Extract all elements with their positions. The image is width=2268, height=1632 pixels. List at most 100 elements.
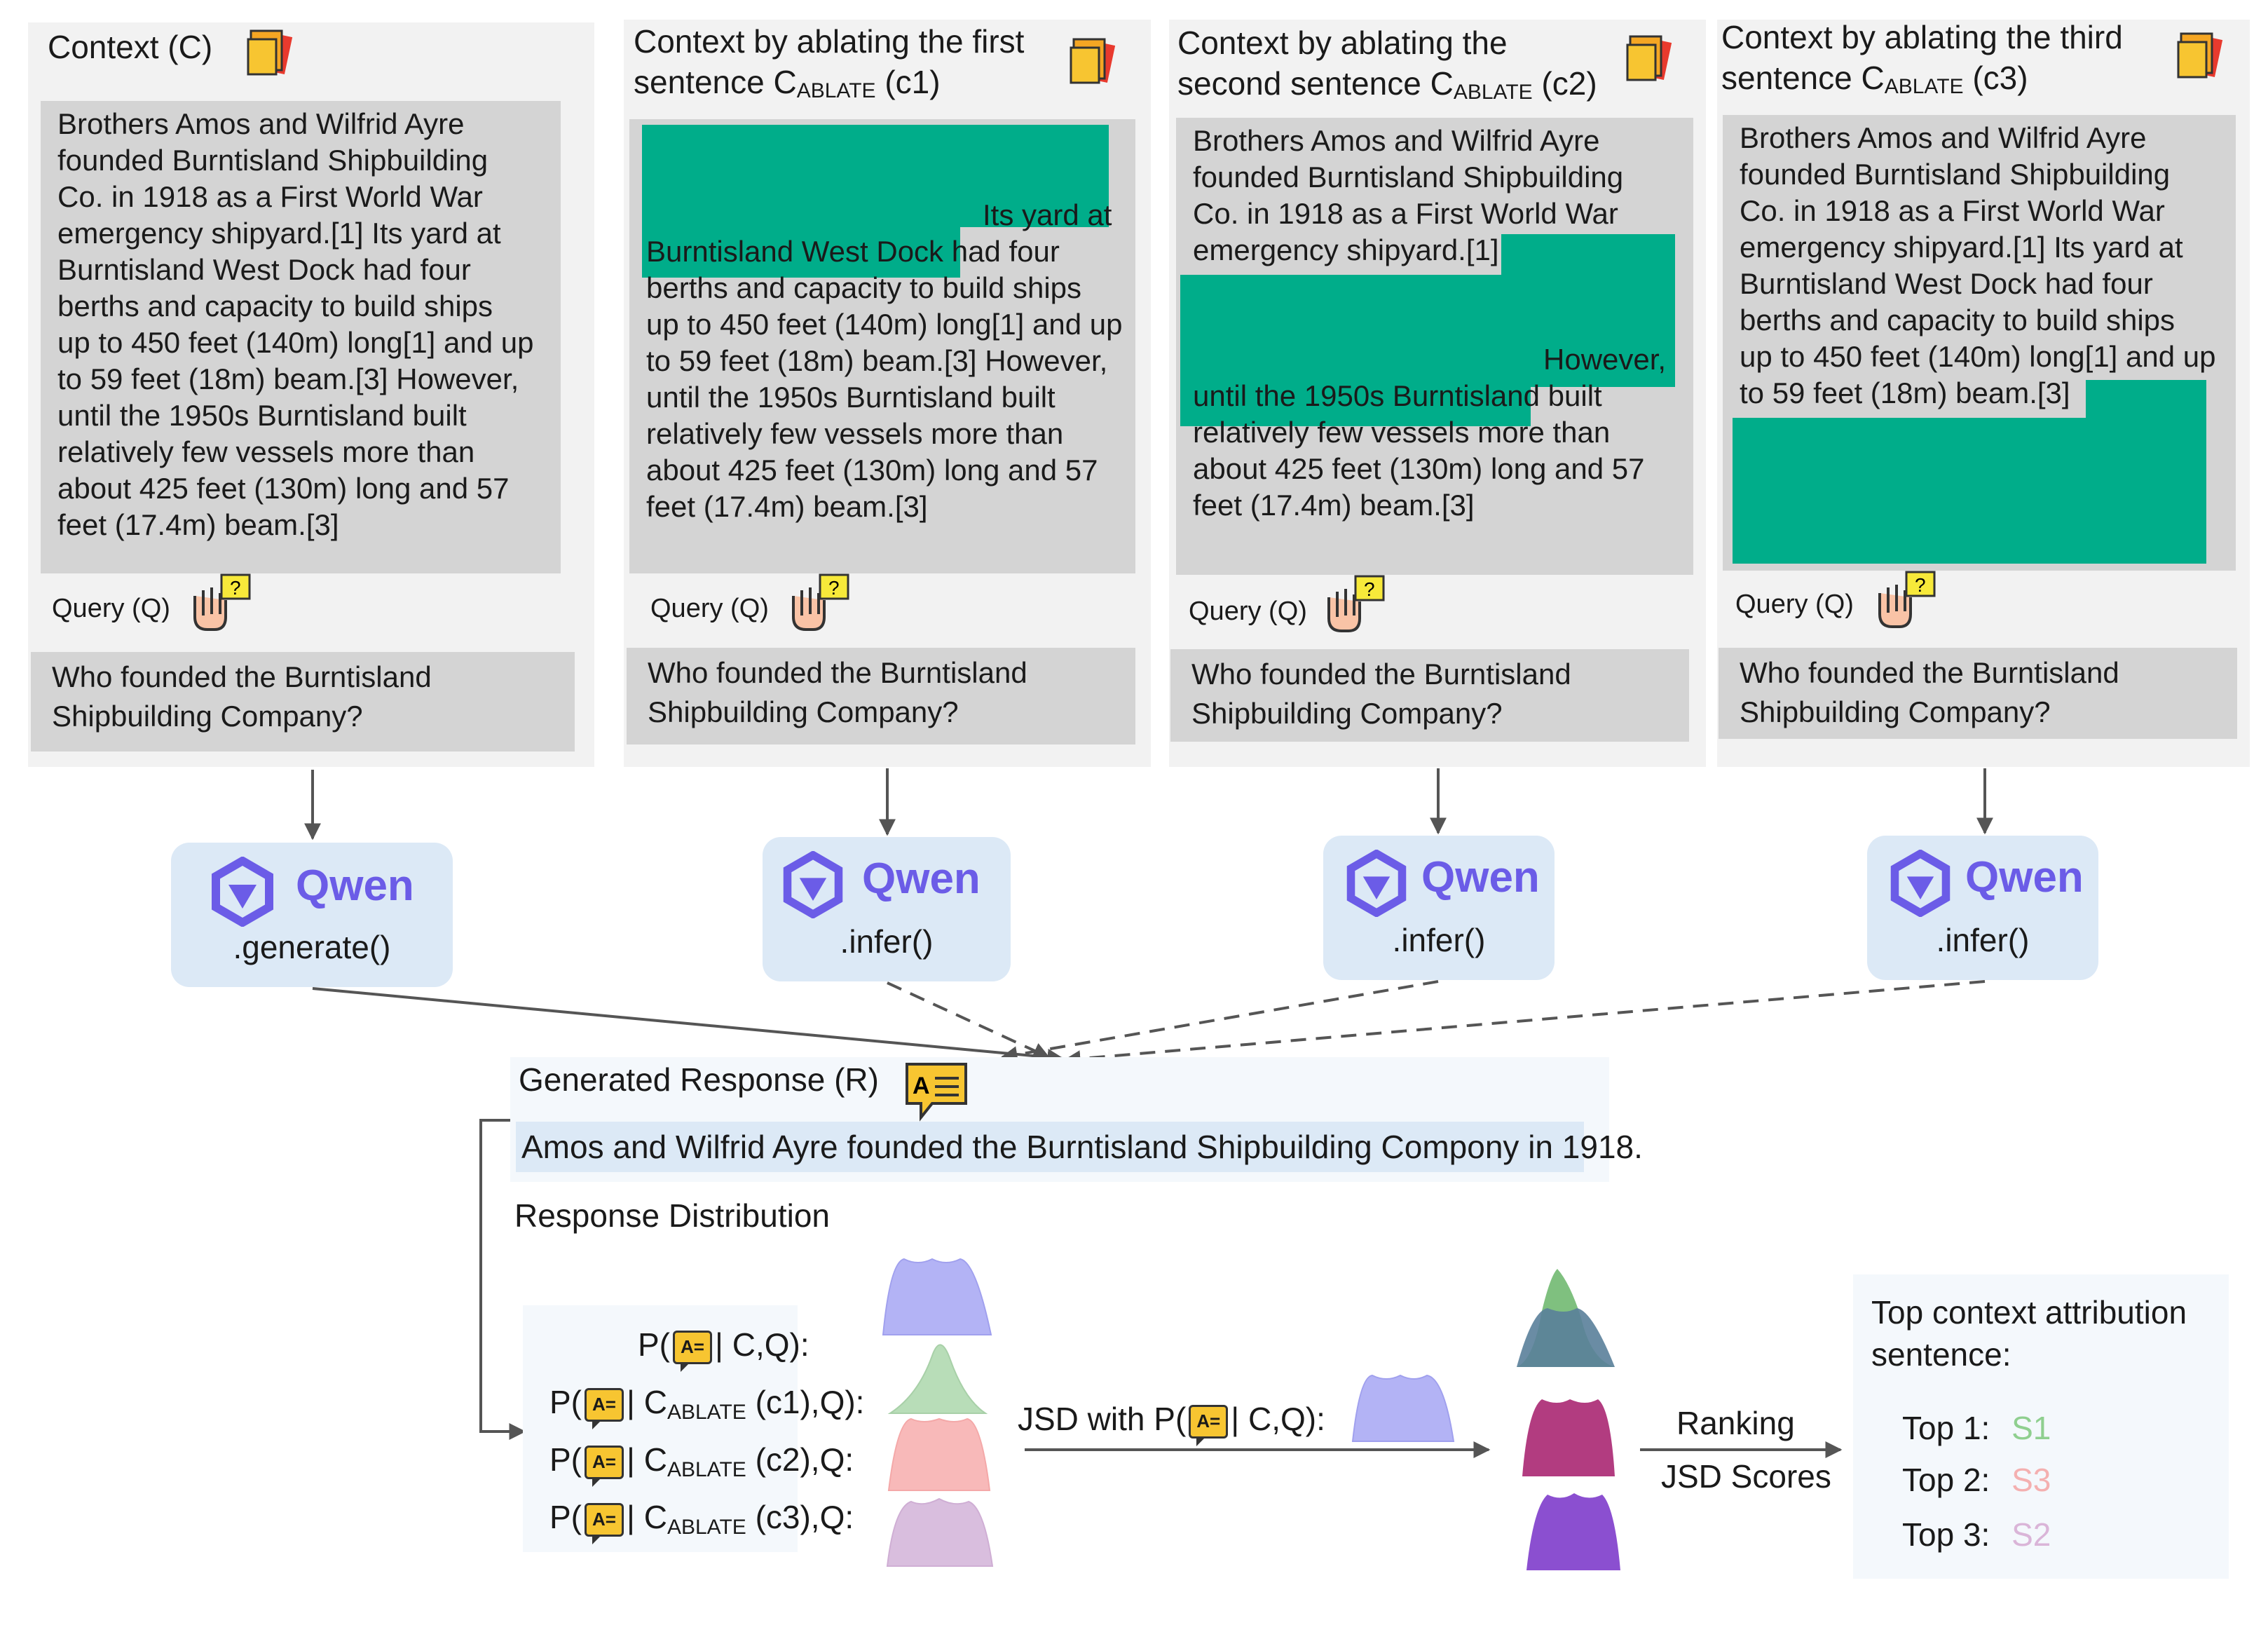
context-line: relatively few vessels more than: [1193, 416, 1611, 449]
model-card-infer-c1: Qwen .infer(): [763, 837, 1011, 981]
row-suffix: | C: [627, 1499, 667, 1535]
query-text-box: Who founded the Burntisland Shipbuilding…: [1719, 648, 2237, 739]
row-subscript: ABLATE: [667, 1401, 746, 1424]
model-method: .generate(): [233, 929, 391, 965]
svg-text:A: A: [913, 1073, 930, 1099]
jsd-p: P(: [1154, 1401, 1187, 1437]
jsd-label: JSD with P(A=| C,Q):: [1018, 1399, 1325, 1446]
row-suffix: | C: [627, 1441, 667, 1478]
title-line-1: Context by ablating the third: [1721, 19, 2123, 55]
context-line: berths and capacity to build ships: [646, 271, 1082, 304]
title-tag: (c1): [884, 64, 941, 100]
dist-c2: [887, 1417, 991, 1491]
rank-value: S1: [2011, 1410, 2051, 1446]
response-text: Amos and Wilfrid Ayre founded the Burnti…: [521, 1129, 1643, 1165]
rank-label: Top 1:: [1902, 1410, 1990, 1446]
context-line: relatively few vessels more than: [646, 417, 1064, 450]
title-subscript: ABLATE: [796, 79, 876, 102]
raised-hand-icon: ?: [1319, 573, 1389, 640]
model-card-generate: Qwen .generate(): [171, 843, 453, 987]
context-line: until the 1950s Burntisland built: [1193, 379, 1602, 412]
dist-original: [882, 1258, 992, 1335]
context-line: However,: [1543, 343, 1667, 376]
context-line: berths and capacity to build ships: [1740, 304, 2175, 336]
context-line: [1193, 268, 1693, 304]
rank-value: S2: [2011, 1516, 2051, 1553]
context-line: Burntisland West Dock had four: [1740, 267, 2153, 300]
attribution-title-line-2: sentence:: [1871, 1336, 2011, 1373]
dist-jsd-reference: [1351, 1374, 1455, 1442]
context-line: [646, 160, 1135, 196]
dist-overlap-c1-b: [1517, 1308, 1615, 1367]
model-brand: Qwen: [296, 862, 414, 910]
panel-title: Context by ablating the third sentence C…: [1721, 17, 2123, 107]
context-line: emergency shipyard.[1] Its yard at: [57, 217, 501, 250]
distribution-row-c1: P(A=| CABLATE (c1),Q):: [549, 1382, 864, 1432]
documents-icon: [242, 25, 296, 82]
attribution-item: Top 2: S3: [1902, 1461, 2051, 1499]
title-subscript: ABLATE: [1453, 81, 1533, 104]
svg-text:?: ?: [230, 577, 241, 599]
title-tag: (c2): [1541, 65, 1597, 102]
query-label: Query (Q): [1735, 590, 1854, 619]
attribution-panel: [1853, 1274, 2229, 1579]
jsd-scores-label: JSD Scores: [1661, 1458, 1831, 1495]
model-brand: Qwen: [1421, 853, 1540, 902]
title-line-2: sentence C: [634, 64, 797, 100]
context-line: about 425 feet (130m) long and 57: [57, 472, 510, 505]
title-line-2: second sentence C: [1177, 65, 1454, 102]
context-line: until the 1950s Burntisland built: [646, 381, 1056, 414]
dist-overlap-c2: [1522, 1399, 1615, 1476]
context-line: Brothers Amos and Wilfrid Ayre: [1740, 121, 2147, 154]
title-line-1: Context by ablating the: [1177, 25, 1508, 61]
title-subscript: ABLATE: [1884, 75, 1964, 98]
row-tail: (c2),Q:: [755, 1441, 854, 1478]
row-suffix: | C,Q):: [715, 1326, 809, 1363]
row-prefix: P(: [638, 1326, 670, 1363]
context-line: emergency shipyard.[1] Its yard at: [1740, 231, 2183, 264]
documents-icon: [1622, 31, 1675, 88]
ablated-sentence-block: [2086, 380, 2206, 419]
panel-title: Context by ablating the second sentence …: [1177, 22, 1597, 113]
documents-icon: [1065, 34, 1119, 90]
ablated-sentence-block: [642, 125, 1109, 227]
title-line-2: sentence C: [1721, 60, 1885, 96]
context-line: feet (17.4m) beam.[3]: [1193, 489, 1475, 522]
model-card-infer-c3: Qwen .infer(): [1867, 836, 2098, 980]
context-line: relatively few vessels more than: [57, 435, 475, 468]
context-line: Co. in 1918 as a First World War: [57, 180, 483, 213]
context-line: until the 1950s Burntisland built: [57, 399, 467, 432]
query-text-box: Who founded the Burntisland Shipbuilding…: [31, 652, 575, 752]
context-line: berths and capacity to build ships: [57, 290, 493, 322]
svg-text:?: ?: [1364, 578, 1375, 600]
context-line: [646, 123, 1135, 160]
context-line: up to 450 feet (140m) long[1] and up: [57, 326, 534, 359]
context-line: about 425 feet (130m) long and 57: [1193, 452, 1645, 485]
panel-title: Context by ablating the first sentence C…: [634, 21, 1024, 111]
distribution-row-c2: P(A=| CABLATE (c2),Q:: [549, 1440, 854, 1490]
ranking-label: Ranking: [1676, 1405, 1795, 1441]
row-subscript: ABLATE: [667, 1458, 746, 1481]
ablated-sentence-block: [1733, 418, 2206, 564]
distribution-title: Response Distribution: [514, 1197, 831, 1234]
model-card-infer-c2: Qwen .infer(): [1323, 836, 1555, 980]
row-prefix: P(: [549, 1384, 582, 1420]
context-line: up to 450 feet (140m) long[1] and up: [1740, 340, 2216, 373]
context-line: to 59 feet (18m) beam.[3] However,: [646, 344, 1108, 377]
raised-hand-icon: ?: [185, 572, 255, 639]
title-tag: (c3): [1972, 60, 2028, 96]
model-method: .infer(): [1392, 922, 1486, 958]
model-method: .infer(): [840, 923, 934, 960]
svg-text:?: ?: [828, 577, 840, 599]
context-line: Its yard at: [983, 198, 1112, 231]
row-prefix: P(: [549, 1499, 582, 1535]
query-label: Query (Q): [1189, 597, 1307, 626]
ablated-sentence-block: [642, 224, 960, 278]
jsd-prefix: JSD with: [1018, 1401, 1145, 1437]
answer-bubble-icon: A=: [673, 1330, 712, 1372]
answer-bubble-icon: A=: [585, 1445, 624, 1487]
context-line: founded Burntisland Shipbuilding: [1193, 161, 1624, 193]
